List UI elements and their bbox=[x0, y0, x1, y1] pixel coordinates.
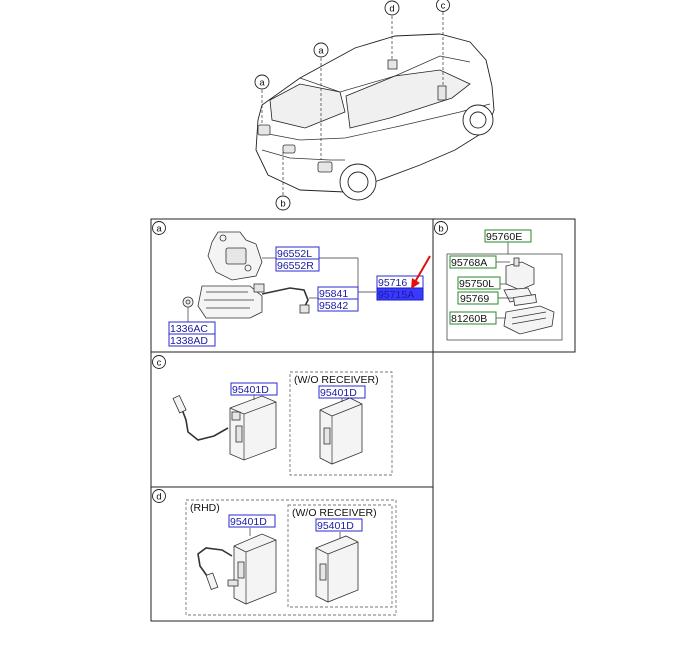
caption-wo-receiver-d: (W/O RECEIVER) bbox=[292, 507, 377, 519]
part-95715A-selected[interactable]: 95715A bbox=[376, 287, 424, 301]
svg-text:95750L: 95750L bbox=[459, 278, 494, 290]
svg-text:b: b bbox=[280, 199, 285, 210]
part-1338AD[interactable]: 1338AD bbox=[168, 333, 216, 347]
part-95401D-d-right[interactable]: 95401D bbox=[315, 518, 363, 532]
antenna-icon bbox=[172, 394, 187, 414]
smart-key-unit-c-left bbox=[229, 395, 277, 461]
svg-text:95841: 95841 bbox=[319, 288, 348, 300]
part-95841[interactable]: 95841 bbox=[317, 286, 359, 300]
svg-text:b: b bbox=[438, 224, 443, 235]
svg-text:1336AC: 1336AC bbox=[170, 323, 208, 335]
svg-text:95401D: 95401D bbox=[320, 387, 357, 399]
callout-b[interactable]: b bbox=[275, 195, 291, 211]
panel-b-label bbox=[434, 221, 448, 235]
caption-rhd: (RHD) bbox=[190, 502, 220, 514]
svg-text:96552L: 96552L bbox=[277, 248, 312, 260]
panel-a: a 96552L 96552R bbox=[150, 218, 434, 353]
svg-text:96552R: 96552R bbox=[277, 260, 314, 272]
svg-text:d: d bbox=[156, 492, 161, 503]
svg-text:a: a bbox=[318, 46, 324, 57]
svg-text:d: d bbox=[389, 4, 394, 15]
caption-wo-receiver-c: (W/O RECEIVER) bbox=[294, 374, 379, 386]
part-95769[interactable]: 95769 bbox=[457, 291, 499, 305]
part-95760E[interactable]: 95760E bbox=[484, 229, 532, 243]
svg-text:95715A: 95715A bbox=[378, 289, 414, 301]
part-96552L[interactable]: 96552L bbox=[275, 246, 320, 260]
smart-key-unit-d-right bbox=[315, 535, 359, 603]
svg-text:95401D: 95401D bbox=[317, 520, 354, 532]
panel-c: c 95401D (W/O RECEIVER) 95401D bbox=[150, 351, 434, 488]
panel-a-label bbox=[152, 221, 166, 235]
svg-text:81260B: 81260B bbox=[451, 313, 487, 325]
callout-c[interactable]: c bbox=[436, 0, 450, 12]
panel-d-label bbox=[152, 489, 166, 503]
svg-text:95760E: 95760E bbox=[486, 231, 522, 243]
part-95768A[interactable]: 95768A bbox=[449, 255, 497, 269]
part-95716[interactable]: 95716 bbox=[376, 275, 424, 289]
part-95750L[interactable]: 95750L bbox=[457, 276, 501, 290]
part-95401D-c-right[interactable]: 95401D bbox=[318, 385, 366, 399]
vehicle-side-glass bbox=[345, 69, 471, 129]
svg-text:95768A: 95768A bbox=[451, 257, 487, 269]
vehicle-rear-glass bbox=[269, 83, 346, 129]
svg-text:95401D: 95401D bbox=[232, 384, 269, 396]
svg-text:95401D: 95401D bbox=[230, 516, 267, 528]
part-96552R[interactable]: 96552R bbox=[275, 258, 320, 272]
callout-a-side[interactable]: a bbox=[313, 42, 329, 58]
callout-d[interactable]: d bbox=[384, 0, 400, 16]
svg-text:c: c bbox=[441, 1, 446, 12]
svg-text:a: a bbox=[259, 78, 265, 89]
part-1336AC[interactable]: 1336AC bbox=[168, 321, 216, 335]
svg-text:a: a bbox=[156, 224, 162, 235]
svg-text:95716: 95716 bbox=[378, 277, 407, 289]
antenna-icon-d bbox=[205, 572, 219, 590]
svg-text:95769: 95769 bbox=[460, 293, 489, 305]
svg-text:c: c bbox=[157, 358, 162, 369]
vehicle-overview: a a d c b bbox=[254, 0, 495, 211]
license-lamp-housing bbox=[505, 261, 535, 291]
part-95401D-c-left[interactable]: 95401D bbox=[230, 382, 278, 396]
license-lamp-lens bbox=[503, 305, 555, 335]
panel-d: d (RHD) 95401D (W/O RECEIVER) 95401D bbox=[150, 486, 434, 622]
rear-camera-module bbox=[197, 285, 263, 319]
part-81260B[interactable]: 81260B bbox=[449, 311, 497, 325]
callout-a-rear[interactable]: a bbox=[254, 74, 270, 90]
part-95401D-d-left[interactable]: 95401D bbox=[228, 514, 276, 528]
pointer-arrow-icon bbox=[411, 255, 431, 289]
part-95842[interactable]: 95842 bbox=[317, 298, 359, 312]
panel-b: b 95760E 95768A 95750L 95769 bbox=[432, 218, 576, 353]
svg-text:1338AD: 1338AD bbox=[170, 335, 208, 347]
panel-c-label bbox=[152, 355, 166, 369]
svg-text:95842: 95842 bbox=[319, 300, 348, 312]
